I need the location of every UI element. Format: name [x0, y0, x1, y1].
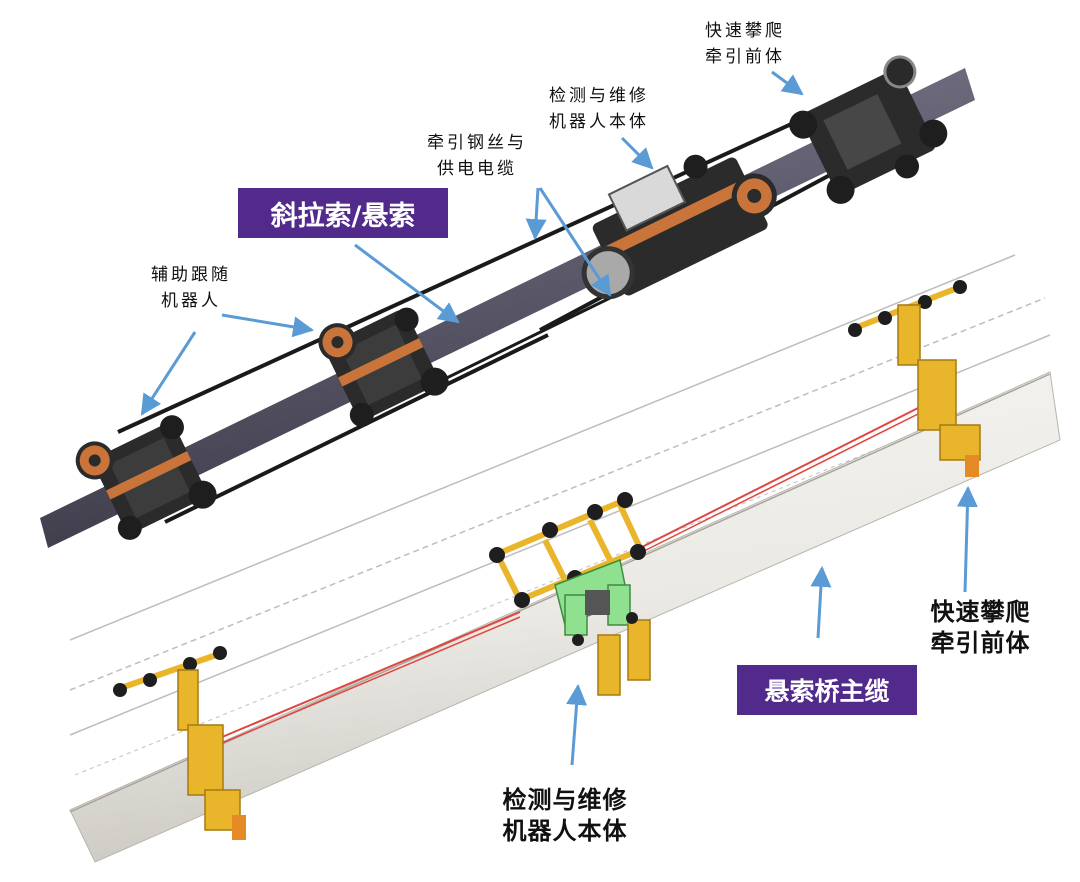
power-cable	[417, 296, 611, 394]
label-top-front-body: 快速攀爬 牵引前体	[705, 21, 785, 67]
handrope-3	[69, 334, 1051, 736]
inspection-robot-bottom	[489, 492, 651, 696]
arrow-top-robot	[620, 136, 654, 170]
arrow-wire-1	[525, 187, 547, 241]
arrow-bottom-front	[956, 485, 978, 593]
label-bottom-robot-body: 检测与维修 机器人本体	[502, 786, 628, 845]
arrow-aux-2	[140, 331, 197, 416]
arrow-aux-1	[221, 313, 315, 338]
traction-front-bottom	[848, 280, 981, 477]
aux-follower-robot-1	[75, 415, 217, 540]
handrope-1	[69, 254, 1016, 641]
label-top-aux-robot: 辅助跟随 机器人	[151, 265, 231, 311]
traction-wire-lower	[164, 333, 549, 524]
inspection-robot-top	[581, 154, 777, 300]
callout-arrows	[140, 70, 978, 766]
arrow-stay-cable	[354, 243, 460, 324]
tag-stay-cable: 斜拉索/悬索	[238, 188, 448, 238]
aux-follower-robot-2	[318, 307, 449, 427]
arrow-bottom-robot	[566, 683, 588, 766]
traction-front-top	[789, 55, 948, 204]
label-bottom-front-body: 快速攀爬 牵引前体	[930, 598, 1031, 657]
traction-line-red-2	[639, 401, 931, 549]
aux-frame-left	[113, 646, 246, 840]
label-top-robot-body: 检测与维修 机器人本体	[549, 86, 649, 132]
arrow-main-cable	[810, 565, 832, 639]
handrope-2	[69, 297, 1046, 691]
tag-main-cable: 悬索桥主缆	[737, 665, 917, 715]
label-top-wire: 牵引钢丝与 供电电缆	[427, 133, 527, 179]
traction-line-red-1	[214, 611, 521, 741]
arrow-wire-2	[538, 187, 612, 297]
arrow-top-front	[771, 70, 804, 96]
